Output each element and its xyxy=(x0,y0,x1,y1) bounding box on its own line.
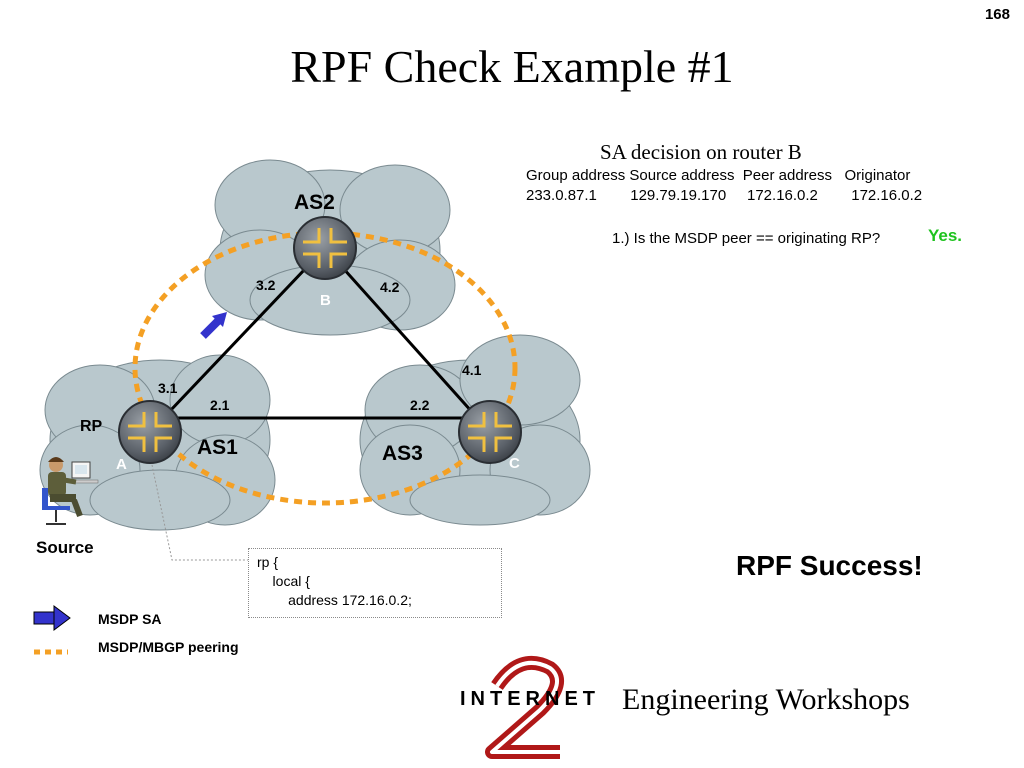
iface-b-c: 4.2 xyxy=(380,279,400,295)
config-line: local { xyxy=(257,573,310,589)
router-c xyxy=(458,400,522,464)
as3-label: AS3 xyxy=(382,442,423,465)
as2-label: AS2 xyxy=(294,191,335,214)
iface-b-a: 3.2 xyxy=(256,277,276,293)
rpf-question: 1.) Is the MSDP peer == originating RP? xyxy=(612,230,881,247)
rpf-result: RPF Success! xyxy=(736,550,923,581)
cloud-as3 xyxy=(359,334,591,526)
rpf-answer: Yes. xyxy=(928,226,963,245)
iface-c-b: 4.1 xyxy=(462,362,482,378)
sa-arrow xyxy=(200,312,227,339)
config-connector xyxy=(151,464,248,561)
sa-decision-heading: SA decision on router B xyxy=(600,140,802,164)
router-b xyxy=(293,216,357,280)
as1-label: AS1 xyxy=(197,436,238,459)
footer-workshops: Engineering Workshops xyxy=(622,683,910,716)
iface-a-b: 3.1 xyxy=(158,380,178,396)
links xyxy=(148,246,492,434)
config-line: rp { xyxy=(257,554,279,570)
iface-c-a: 2.2 xyxy=(410,397,430,413)
rp-config-box: rp { local { address 172.16.0.2; xyxy=(248,548,502,618)
legend-msdp-sa: MSDP SA xyxy=(98,611,162,627)
iface-a-c: 2.1 xyxy=(210,397,230,413)
cloud-as2 xyxy=(204,159,456,336)
sa-table-headers: Group address Source address Peer addres… xyxy=(526,167,911,184)
source-label: Source xyxy=(36,538,94,557)
router-a xyxy=(118,400,182,464)
legend-peering: MSDP/MBGP peering xyxy=(98,639,239,655)
source-person-icon xyxy=(42,457,99,525)
router-a-label: A xyxy=(116,456,127,473)
rp-label: RP xyxy=(80,418,103,435)
slide-title: RPF Check Example #1 xyxy=(290,41,734,92)
router-b-label: B xyxy=(320,292,331,309)
page-number: 168 xyxy=(984,6,1010,23)
sa-table-values: 233.0.87.1 129.79.19.170 172.16.0.2 172.… xyxy=(526,187,923,204)
config-line: address 172.16.0.2; xyxy=(257,592,412,608)
legend-sa-arrow-icon xyxy=(33,605,71,631)
internet2-logo-icon xyxy=(485,655,564,759)
router-c-label: C xyxy=(509,455,520,472)
internet2-logo-text: INTERNET xyxy=(460,688,600,710)
